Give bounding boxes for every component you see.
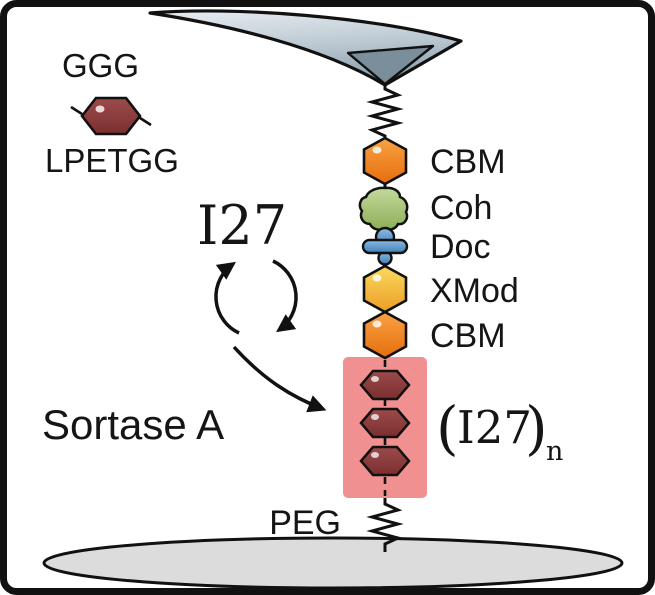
cantilever-tip bbox=[346, 44, 435, 86]
i27-repeat-hexagon bbox=[359, 369, 411, 401]
label-sortase-a: Sortase A bbox=[42, 401, 224, 448]
polyprotein-open-paren: ( bbox=[436, 394, 459, 462]
i27-repeat-hexagon bbox=[359, 407, 411, 439]
label-ggg: GGG bbox=[62, 47, 139, 84]
polyprotein-close-paren: ) bbox=[525, 394, 548, 462]
peg-spring-linker bbox=[366, 498, 404, 552]
i27-monomer-hexagon bbox=[70, 96, 152, 136]
tip-spring-linker bbox=[366, 83, 404, 140]
label-cbm-bottom: CBM bbox=[430, 317, 506, 355]
sortase-reaction-arrow bbox=[232, 345, 327, 413]
glint bbox=[371, 452, 379, 458]
label-coh: Coh bbox=[430, 189, 492, 227]
domain-doc bbox=[361, 226, 409, 266]
label-cbm-top: CBM bbox=[430, 143, 506, 181]
glint bbox=[372, 146, 382, 154]
domain-xmod bbox=[362, 264, 408, 314]
cycle-arrow-left bbox=[214, 261, 240, 335]
polyprotein-label: ( I27 ) n bbox=[436, 394, 563, 467]
surface-ellipse bbox=[42, 536, 624, 590]
i27-repeat-hexagon bbox=[359, 445, 411, 477]
domain-cbm-top bbox=[362, 136, 408, 186]
label-lpetgg: LPETGG bbox=[45, 142, 179, 179]
label-xmod: XMod bbox=[430, 272, 519, 310]
glint bbox=[371, 376, 379, 382]
label-i27: I27 bbox=[197, 194, 287, 257]
label-peg: PEG bbox=[269, 504, 341, 542]
polyprotein-subscript-n: n bbox=[546, 436, 563, 467]
domain-cbm-bottom bbox=[362, 310, 408, 360]
cycle-arrow-right bbox=[272, 259, 298, 333]
afm-cantilever bbox=[148, 9, 463, 87]
polyprotein-core-label: I27 bbox=[457, 401, 532, 454]
glint bbox=[371, 414, 379, 420]
glint bbox=[372, 274, 382, 282]
label-doc: Doc bbox=[430, 228, 490, 266]
reaction-cycle-arrows bbox=[214, 259, 298, 335]
glint bbox=[95, 105, 105, 113]
peptide-stub-lines bbox=[70, 105, 152, 127]
glint bbox=[372, 320, 382, 328]
domain-coh bbox=[358, 186, 409, 232]
